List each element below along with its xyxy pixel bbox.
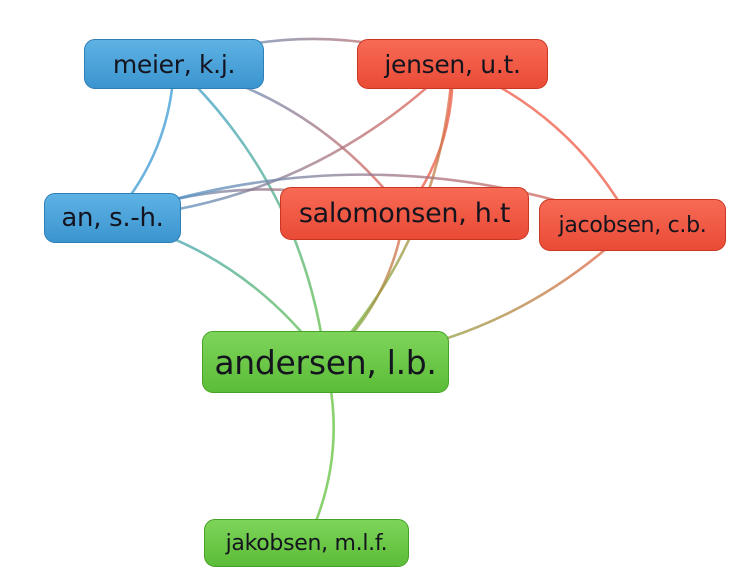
node-jacobsen[interactable]: jacobsen, c.b.: [539, 199, 726, 251]
edges-layer: [111, 37, 634, 545]
node-meier[interactable]: meier, k.j.: [84, 39, 264, 89]
node-jensen[interactable]: jensen, u.t.: [357, 39, 548, 89]
node-salomonsen[interactable]: salomonsen, h.t: [280, 187, 529, 240]
node-an[interactable]: an, s.-h.: [44, 193, 181, 243]
edge-meier-andersen: [172, 62, 327, 364]
node-jakobsen[interactable]: jakobsen, m.l.f.: [204, 519, 409, 567]
node-andersen[interactable]: andersen, l.b.: [202, 331, 449, 393]
